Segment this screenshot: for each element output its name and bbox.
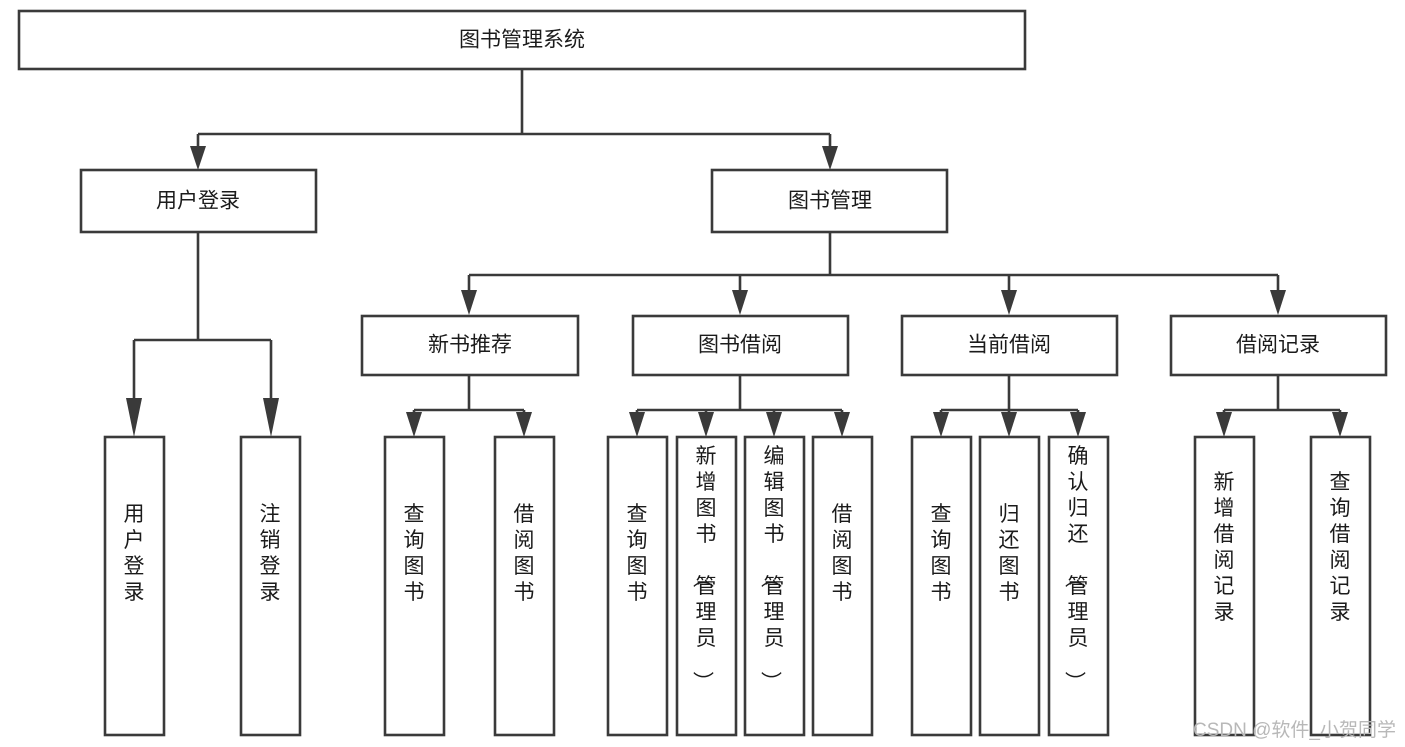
node-current-borrow-box[interactable] (900, 314, 1119, 377)
node-book-manage-label: 图书管理 (788, 190, 872, 213)
node-leaf-query-book-3-box[interactable] (910, 435, 973, 737)
node-leaf-user-login-label: 用户登录 (124, 503, 145, 604)
node-leaf-query-record[interactable]: 查询借阅记录 (1309, 435, 1372, 737)
node-leaf-query-book-2-label: 查询图书 (627, 503, 648, 604)
node-leaf-return-book[interactable]: 归还图书 (978, 435, 1041, 737)
node-leaf-query-book-2-box[interactable] (606, 435, 669, 737)
node-leaf-add-record-box[interactable] (1193, 435, 1256, 737)
node-current-borrow[interactable]: 当前借阅 (900, 314, 1119, 377)
connector-newbook-to-leaves (406, 375, 532, 437)
connector-userlogin-to-leaves (126, 232, 279, 437)
node-new-book-recommend-box[interactable] (360, 314, 580, 377)
node-leaf-edit-book-box[interactable] (743, 435, 806, 737)
node-leaf-add-book-label: 新增图书（管理员） (691, 445, 717, 692)
node-current-borrow-label: 当前借阅 (967, 334, 1051, 357)
node-leaf-user-login-box[interactable] (103, 435, 166, 737)
connector-bookmanage-to-level3 (461, 232, 1286, 315)
connector-bookborrow-to-leaves (629, 375, 850, 437)
node-leaf-query-book-3-label: 查询图书 (931, 503, 952, 604)
node-leaf-add-record-label: 新增借阅记录 (1214, 471, 1235, 624)
node-leaf-query-book-1-label: 查询图书 (404, 503, 425, 604)
node-leaf-confirm-return-box[interactable] (1047, 435, 1110, 737)
node-book-manage-box[interactable] (710, 168, 949, 234)
node-user-login-label: 用户登录 (156, 190, 240, 213)
node-leaf-query-book-1[interactable]: 查询图书 (383, 435, 446, 737)
node-leaf-query-record-label: 查询借阅记录 (1330, 471, 1351, 624)
node-leaf-borrow-book-2[interactable]: 借阅图书 (811, 435, 874, 737)
node-user-login-box[interactable] (79, 168, 318, 234)
node-leaf-confirm-return[interactable]: 确认归还（管理员） (1047, 435, 1110, 737)
node-leaf-query-book-1-box[interactable] (383, 435, 446, 737)
node-new-book-recommend-label: 新书推荐 (428, 334, 512, 357)
node-leaf-borrow-book-2-box[interactable] (811, 435, 874, 737)
node-leaf-user-login[interactable]: 用户登录 (103, 435, 166, 737)
node-leaf-query-book-3[interactable]: 查询图书 (910, 435, 973, 737)
node-leaf-add-book[interactable]: 新增图书（管理员） (675, 435, 738, 737)
node-leaf-add-book-box[interactable] (675, 435, 738, 737)
node-leaf-borrow-book-1-label: 借阅图书 (514, 503, 535, 604)
node-borrow-record[interactable]: 借阅记录 (1169, 314, 1388, 377)
connector-currentborrow-to-leaves (933, 375, 1086, 437)
node-borrow-record-label: 借阅记录 (1236, 334, 1320, 357)
node-leaf-borrow-book-1-box[interactable] (493, 435, 556, 737)
node-borrow-record-box[interactable] (1169, 314, 1388, 377)
node-leaf-borrow-book-1[interactable]: 借阅图书 (493, 435, 556, 737)
node-leaf-return-book-label: 归还图书 (999, 503, 1020, 604)
connector-borrowrecord-to-leaves (1216, 375, 1348, 437)
connector-root-to-level2 (190, 69, 838, 170)
node-leaf-query-book-2[interactable]: 查询图书 (606, 435, 669, 737)
node-root-label: 图书管理系统 (459, 29, 585, 52)
node-root-box[interactable] (17, 9, 1027, 71)
csdn-watermark: CSDN @软件_小贺同学 (1193, 719, 1396, 741)
node-leaf-borrow-book-2-label: 借阅图书 (832, 503, 853, 604)
node-book-borrow-label: 图书借阅 (698, 334, 782, 357)
node-user-login[interactable]: 用户登录 (79, 168, 318, 234)
node-leaf-edit-book[interactable]: 编辑图书（管理员） (743, 435, 806, 737)
node-leaf-query-record-box[interactable] (1309, 435, 1372, 737)
node-leaf-edit-book-label: 编辑图书（管理员） (759, 445, 785, 692)
node-book-manage[interactable]: 图书管理 (710, 168, 949, 234)
node-leaf-add-record[interactable]: 新增借阅记录 (1193, 435, 1256, 737)
node-book-borrow[interactable]: 图书借阅 (631, 314, 850, 377)
node-leaf-user-logout[interactable]: 注销登录 (239, 435, 302, 737)
node-leaf-return-book-box[interactable] (978, 435, 1041, 737)
node-leaf-user-logout-box[interactable] (239, 435, 302, 737)
node-leaf-user-logout-label: 注销登录 (260, 503, 281, 604)
node-root[interactable]: 图书管理系统 (17, 9, 1027, 71)
node-leaf-confirm-return-label: 确认归还（管理员） (1063, 445, 1089, 692)
node-book-borrow-box[interactable] (631, 314, 850, 377)
node-new-book-recommend[interactable]: 新书推荐 (360, 314, 580, 377)
